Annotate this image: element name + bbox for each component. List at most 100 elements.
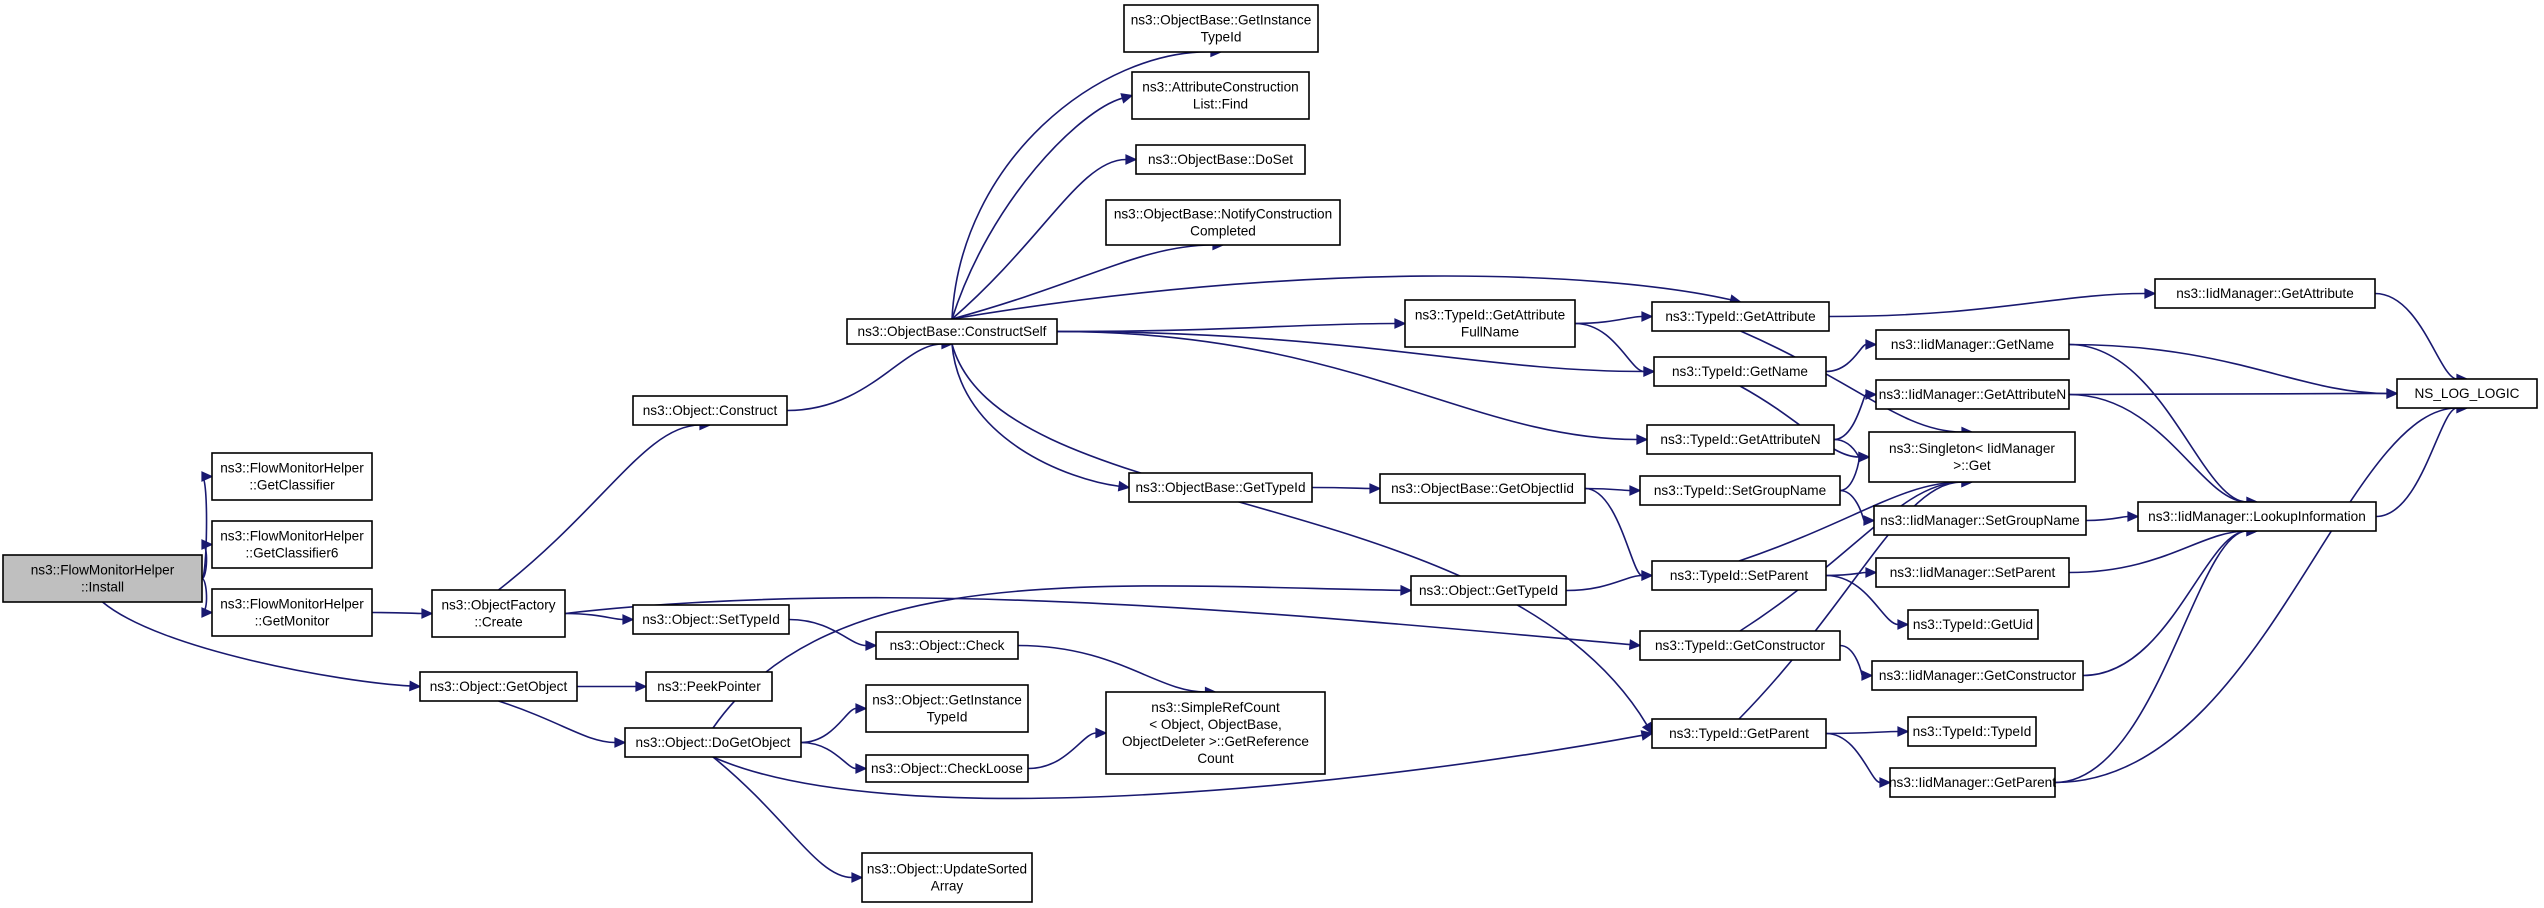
node-box[interactable] [1105, 691, 1326, 775]
node-box[interactable] [431, 589, 566, 638]
node-box[interactable] [1875, 329, 2070, 360]
edge-n40-to-n42 [2054, 407, 2458, 784]
node-box[interactable] [1873, 505, 2087, 536]
node-n13[interactable]: ns3::ObjectBase::DoSet [1135, 144, 1306, 175]
node-label: Array [931, 879, 964, 894]
node-n26[interactable]: ns3::TypeId::GetAttributeN [1646, 424, 1835, 455]
node-box[interactable] [2, 554, 203, 603]
node-box[interactable] [632, 395, 788, 426]
node-box[interactable] [1123, 4, 1319, 53]
node-n16[interactable]: ns3::Object::Check [875, 631, 1019, 660]
node-box[interactable] [211, 520, 373, 569]
node-box[interactable] [1131, 71, 1310, 120]
node-n36[interactable]: ns3::IidManager::SetParent [1875, 557, 2070, 588]
node-n40[interactable]: ns3::IidManager::GetParent [1889, 767, 2056, 798]
node-box[interactable] [1404, 299, 1576, 348]
node-n0[interactable]: ns3::FlowMonitorHelper::Install [2, 554, 203, 603]
node-box[interactable] [1875, 557, 2070, 588]
node-box[interactable] [645, 671, 773, 702]
node-n38[interactable]: ns3::IidManager::GetConstructor [1871, 660, 2084, 691]
node-n8[interactable]: ns3::PeekPointer [645, 671, 773, 702]
node-box[interactable] [2396, 378, 2538, 409]
node-box[interactable] [1871, 660, 2084, 691]
node-label: ns3::ObjectBase::GetObjectIid [1391, 481, 1574, 496]
node-n35[interactable]: ns3::IidManager::SetGroupName [1873, 505, 2087, 536]
node-n30[interactable]: ns3::TypeId::GetParent [1651, 718, 1827, 749]
node-box[interactable] [211, 588, 373, 637]
node-n5[interactable]: ns3::ObjectFactory::Create [431, 589, 566, 638]
node-label: ObjectDeleter >::GetReference [1122, 734, 1309, 749]
node-box[interactable] [1651, 718, 1827, 749]
node-box[interactable] [1907, 609, 2039, 640]
node-box[interactable] [1105, 199, 1341, 246]
node-n15[interactable]: ns3::ObjectBase::GetTypeId [1128, 472, 1313, 503]
node-n4[interactable]: ns3::Object::GetObject [419, 671, 578, 702]
node-n29[interactable]: ns3::TypeId::GetConstructor [1639, 630, 1841, 661]
node-box[interactable] [865, 754, 1029, 783]
node-box[interactable] [1379, 473, 1586, 504]
node-box[interactable] [1639, 630, 1841, 661]
node-box[interactable] [1868, 431, 2076, 483]
node-box[interactable] [1875, 379, 2070, 410]
node-box[interactable] [2137, 501, 2377, 532]
node-n34[interactable]: ns3::Singleton< IidManager>::Get [1868, 431, 2076, 483]
node-n20[interactable]: ns3::SimpleRefCount< Object, ObjectBase,… [1105, 691, 1326, 775]
node-box[interactable] [632, 604, 790, 635]
edge-n9-to-n19 [712, 756, 853, 879]
node-box[interactable] [875, 631, 1019, 660]
node-n37[interactable]: ns3::TypeId::GetUid [1907, 609, 2039, 640]
node-n7[interactable]: ns3::Object::SetTypeId [632, 604, 790, 635]
node-box[interactable] [1651, 301, 1830, 332]
node-box[interactable] [2154, 278, 2376, 309]
node-box[interactable] [419, 671, 578, 702]
node-n2[interactable]: ns3::FlowMonitorHelper::GetClassifier6 [211, 520, 373, 569]
node-box[interactable] [865, 684, 1029, 733]
edge-n9-to-n18 [800, 741, 857, 770]
node-n31[interactable]: ns3::IidManager::GetAttribute [2154, 278, 2376, 309]
node-box[interactable] [624, 727, 802, 758]
node-n32[interactable]: ns3::IidManager::GetName [1875, 329, 2070, 360]
node-box[interactable] [1410, 575, 1567, 606]
node-n28[interactable]: ns3::TypeId::SetParent [1651, 560, 1827, 591]
node-n22[interactable]: ns3::ObjectBase::GetObjectIid [1379, 473, 1586, 504]
node-n14[interactable]: ns3::ObjectBase::NotifyConstructionCompl… [1105, 199, 1341, 246]
node-n23[interactable]: ns3::Object::GetTypeId [1410, 575, 1567, 606]
node-n9[interactable]: ns3::Object::DoGetObject [624, 727, 802, 758]
node-box[interactable] [1646, 424, 1835, 455]
edge-n32-to-n42 [2068, 343, 2388, 395]
node-n24[interactable]: ns3::TypeId::GetAttribute [1651, 301, 1830, 332]
node-n33[interactable]: ns3::IidManager::GetAttributeN [1875, 379, 2070, 410]
node-n3[interactable]: ns3::FlowMonitorHelper::GetMonitor [211, 588, 373, 637]
node-n39[interactable]: ns3::TypeId::TypeId [1907, 716, 2037, 747]
node-box[interactable] [1639, 475, 1841, 506]
node-box[interactable] [1907, 716, 2037, 747]
node-label: ns3::FlowMonitorHelper [220, 529, 364, 544]
node-n1[interactable]: ns3::FlowMonitorHelper::GetClassifier [211, 452, 373, 501]
node-box[interactable] [1651, 560, 1827, 591]
node-n41[interactable]: ns3::IidManager::LookupInformation [2137, 501, 2377, 532]
edge-n15-to-n22 [1311, 486, 1371, 490]
node-n25[interactable]: ns3::TypeId::GetName [1653, 356, 1827, 387]
node-box[interactable] [211, 452, 373, 501]
node-n18[interactable]: ns3::Object::CheckLoose [865, 754, 1029, 783]
node-box[interactable] [1653, 356, 1827, 387]
edge-n30-to-n39 [1825, 730, 1899, 735]
node-box[interactable] [1889, 767, 2056, 798]
node-n42[interactable]: NS_LOG_LOGIC [2396, 378, 2538, 409]
node-n6[interactable]: ns3::Object::Construct [632, 395, 788, 426]
edge-n10-to-n26 [1056, 330, 1638, 441]
node-box[interactable] [1135, 144, 1306, 175]
node-label: ns3::SimpleRefCount [1151, 700, 1280, 715]
node-n10[interactable]: ns3::ObjectBase::ConstructSelf [846, 318, 1058, 345]
node-box[interactable] [861, 852, 1033, 903]
node-box[interactable] [846, 318, 1058, 345]
node-label: ::GetMonitor [255, 614, 330, 629]
arrowhead-n0-to-n3 [201, 607, 214, 618]
node-n27[interactable]: ns3::TypeId::SetGroupName [1639, 475, 1841, 506]
node-box[interactable] [1128, 472, 1313, 503]
